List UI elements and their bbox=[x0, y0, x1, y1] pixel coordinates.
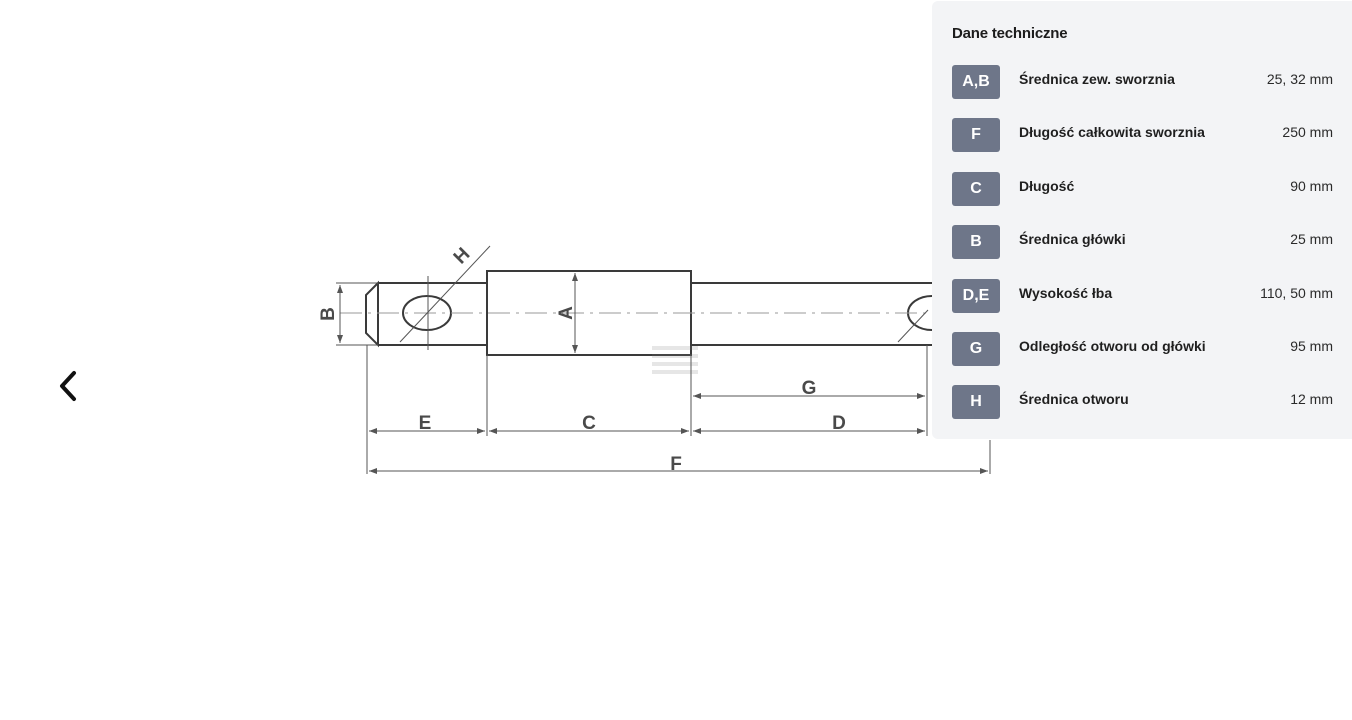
spec-row: B Średnica główki 25 mm bbox=[952, 225, 1333, 259]
spec-code-badge: F bbox=[952, 118, 1000, 152]
spec-row: G Odległość otworu od główki 95 mm bbox=[952, 332, 1333, 366]
spec-label: Wysokość łba bbox=[1019, 285, 1113, 301]
spec-row: H Średnica otworu 12 mm bbox=[952, 385, 1333, 419]
spec-label: Odległość otworu od główki bbox=[1019, 338, 1206, 354]
spec-code-badge: A,B bbox=[952, 65, 1000, 99]
panel-title: Dane techniczne bbox=[952, 25, 1068, 42]
spec-code-badge: D,E bbox=[952, 279, 1000, 313]
spec-code-badge: H bbox=[952, 385, 1000, 419]
spec-value: 25, 32 mm bbox=[1266, 71, 1333, 87]
spec-label: Długość całkowita sworznia bbox=[1019, 124, 1205, 140]
technical-data-panel: Dane techniczne A,B Średnica zew. sworzni… bbox=[932, 1, 1352, 439]
spec-code-badge: G bbox=[952, 332, 1000, 366]
dimension-label-e: E bbox=[419, 413, 432, 434]
spec-label: Średnica otworu bbox=[1019, 391, 1129, 407]
dimension-label-d: D bbox=[832, 413, 846, 434]
spec-label: Średnica główki bbox=[1019, 231, 1126, 247]
spec-label: Długość bbox=[1019, 178, 1075, 194]
spec-row: C Długość 90 mm bbox=[952, 172, 1333, 206]
dimension-label-a: A bbox=[556, 306, 577, 320]
watermark-logo bbox=[652, 346, 698, 374]
dimension-label-f: F bbox=[670, 454, 682, 475]
spec-value: 250 mm bbox=[1282, 124, 1333, 140]
spec-value: 12 mm bbox=[1290, 391, 1333, 407]
spec-row: D,E Wysokość łba 110, 50 mm bbox=[952, 279, 1333, 313]
spec-value: 95 mm bbox=[1290, 338, 1333, 354]
dimension-label-g: G bbox=[802, 378, 817, 399]
spec-value: 110, 50 mm bbox=[1260, 285, 1333, 301]
spec-value: 25 mm bbox=[1290, 231, 1333, 247]
previous-image-button[interactable] bbox=[50, 366, 86, 406]
spec-row: A,B Średnica zew. sworznia 25, 32 mm bbox=[952, 65, 1333, 99]
chevron-left-icon bbox=[60, 371, 76, 401]
dimension-label-b: B bbox=[318, 307, 339, 321]
spec-code-badge: C bbox=[952, 172, 1000, 206]
dimension-label-c: C bbox=[582, 413, 596, 434]
spec-value: 90 mm bbox=[1290, 178, 1333, 194]
spec-code-badge: B bbox=[952, 225, 1000, 259]
dimension-label-h: H bbox=[450, 244, 475, 269]
spec-row: F Długość całkowita sworznia 250 mm bbox=[952, 118, 1333, 152]
spec-label: Średnica zew. sworznia bbox=[1019, 71, 1175, 87]
